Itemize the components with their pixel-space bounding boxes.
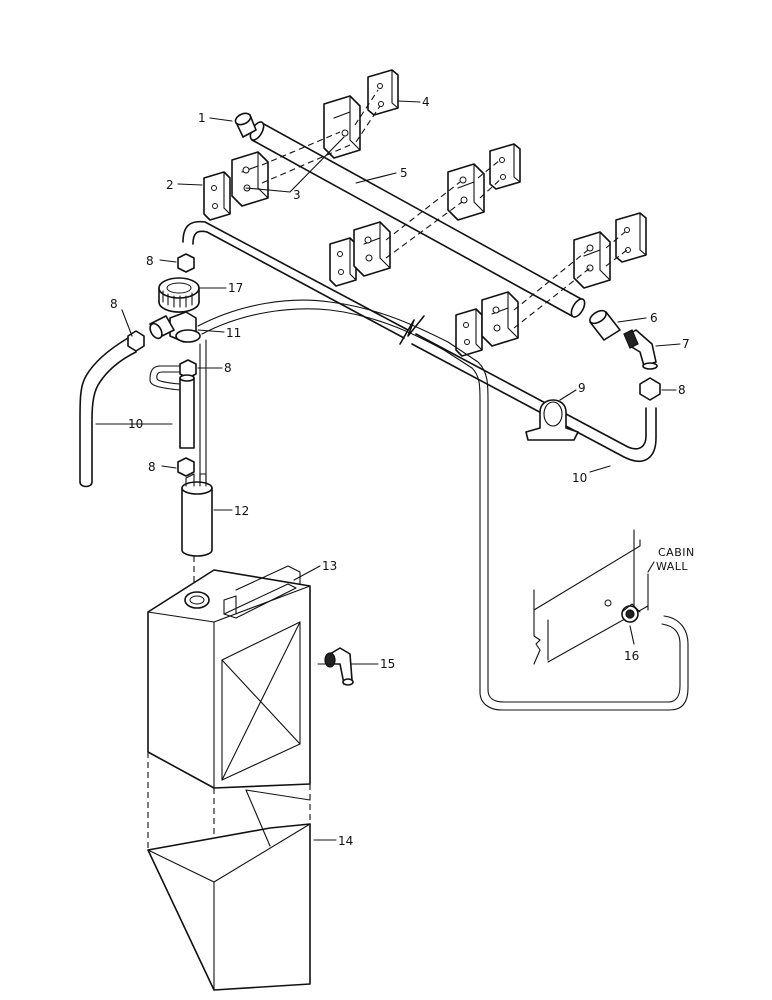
nut-8-right [639, 377, 661, 401]
cabin-wall [533, 529, 649, 665]
label-part-8-mid: 8 [224, 361, 232, 375]
label-part-7: 7 [682, 337, 690, 351]
clamp-block-mid-left [353, 221, 391, 277]
clamp-block-low [481, 291, 519, 347]
label-part-4: 4 [422, 95, 430, 109]
plate-2 [203, 171, 231, 221]
label-cabin: CABIN [658, 546, 695, 559]
label-part-9: 9 [578, 381, 586, 395]
upper-hose [182, 220, 657, 462]
label-part-6: 6 [650, 311, 658, 325]
assembly-lines-clamps [261, 89, 628, 329]
plate-mid-right [489, 143, 521, 190]
clamp-block-3 [231, 151, 269, 207]
label-part-2: 2 [166, 178, 174, 192]
nut-8-lower [177, 457, 195, 477]
label-part-11: 11 [226, 326, 241, 340]
label-wall: WALL [656, 560, 688, 573]
clamp-block-upper [323, 95, 361, 159]
label-part-8-left: 8 [110, 297, 118, 311]
label-part-5: 5 [400, 166, 408, 180]
label-part-14: 14 [338, 834, 353, 848]
container-14 [147, 789, 311, 991]
nut-8-mid [179, 359, 197, 379]
plate-mid-left [329, 237, 357, 287]
label-part-10-left: 10 [128, 417, 143, 431]
label-part-8-lower: 8 [148, 460, 156, 474]
clamp-block-right [573, 231, 611, 289]
suction-tube [149, 339, 207, 489]
label-part-8-right: 8 [678, 383, 686, 397]
elbow-fitting-7 [623, 329, 658, 370]
label-part-8-top: 8 [146, 254, 154, 268]
plate-4 [367, 69, 399, 116]
label-part-13: 13 [322, 559, 337, 573]
label-part-1: 1 [198, 111, 206, 125]
pump-motor-12 [181, 473, 213, 557]
hose-10-left [79, 337, 137, 488]
pipe-5 [249, 121, 586, 318]
plate-low [455, 308, 483, 357]
label-part-16: 16 [624, 649, 639, 663]
clamp-block-mid-right [447, 163, 485, 221]
filler-cap-17 [158, 277, 200, 313]
hose-clip-9 [525, 399, 579, 441]
label-part-15: 15 [380, 657, 395, 671]
assembly-lines-tank [147, 752, 311, 880]
bulkhead-fitting-16 [621, 603, 641, 623]
cabin-line [197, 299, 689, 711]
label-part-3: 3 [293, 188, 301, 202]
nut-8-top [177, 253, 195, 273]
label-part-12: 12 [234, 504, 249, 518]
pump-head-11 [149, 311, 201, 343]
plate-right [615, 212, 647, 263]
label-part-17: 17 [228, 281, 243, 295]
elbow-15 [324, 647, 354, 686]
connector-6 [589, 309, 621, 341]
nut-8-left [127, 330, 145, 352]
leader-lines [95, 100, 681, 841]
tank-13 [147, 565, 311, 789]
label-part-10-right: 10 [572, 471, 587, 485]
end-cap-1 [234, 112, 257, 138]
